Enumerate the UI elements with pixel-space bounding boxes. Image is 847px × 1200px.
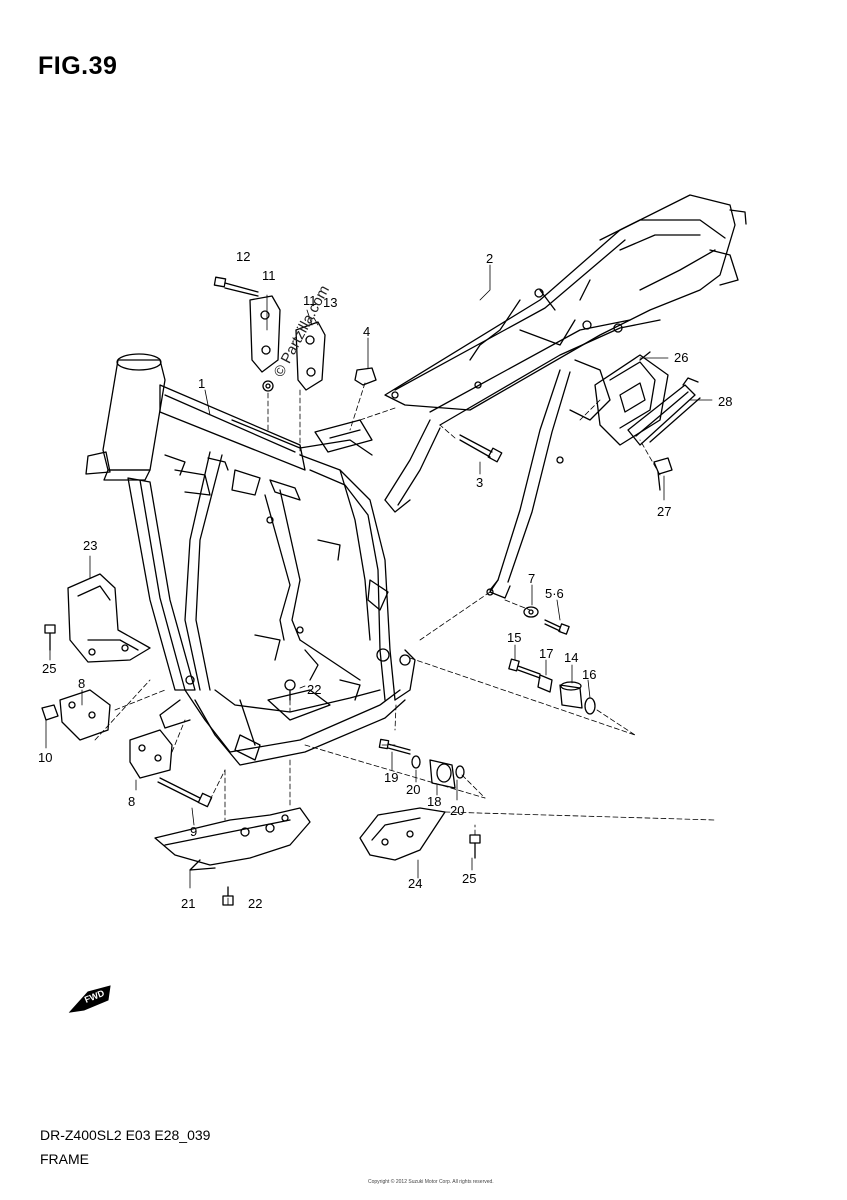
callout-21: 21	[181, 896, 195, 911]
callout-10: 10	[38, 750, 52, 765]
callout-7: 7	[528, 571, 535, 586]
lower-bolt-19-part[interactable]	[379, 739, 410, 754]
seat-rail-part[interactable]	[385, 195, 746, 598]
seat-rail-bolt-part[interactable]	[460, 435, 502, 462]
skid-plate-screw-upper-part[interactable]	[285, 680, 295, 700]
callout-24: 24	[408, 876, 422, 891]
callout-23: 23	[83, 538, 97, 553]
lower-washer-20-left-part[interactable]	[412, 756, 420, 768]
callout-14: 14	[564, 650, 578, 665]
skid-plate-part[interactable]	[155, 808, 310, 870]
callout-15: 15	[507, 630, 521, 645]
copyright-line: Copyright © 2012 Suzuki Motor Corp. All …	[368, 1179, 494, 1185]
callout-25-right: 25	[462, 871, 476, 886]
callout-26: 26	[674, 350, 688, 365]
callout-11-left: 11	[262, 268, 276, 283]
callout-17: 17	[539, 646, 553, 661]
battery-band-part[interactable]	[628, 378, 700, 445]
pivot-washer-16-part[interactable]	[585, 698, 595, 714]
callout-3: 3	[476, 475, 483, 490]
battery-holder-part[interactable]	[595, 352, 668, 445]
forward-arrow-icon: FWD	[68, 985, 111, 1013]
callout-19: 19	[384, 770, 398, 785]
pivot-bolt-15-part[interactable]	[509, 659, 540, 678]
head-bracket-bolt-part[interactable]	[214, 277, 258, 296]
dashed-guide-lines	[94, 382, 716, 836]
engine-mount-bolt-part[interactable]	[158, 778, 212, 807]
callout-11-right: 11	[303, 293, 317, 308]
callout-25-left: 25	[42, 661, 56, 676]
model-code: DR-Z400SL2 E03 E28_039	[40, 1127, 211, 1143]
figure-title: FIG.39	[38, 52, 118, 80]
callout-18: 18	[427, 794, 441, 809]
seat-rail-nut-part[interactable]	[355, 368, 376, 385]
callout-27: 27	[657, 504, 671, 519]
callout-1: 1	[198, 376, 205, 391]
engine-mount-nut-part[interactable]	[42, 705, 58, 720]
pivot-cushion-14-part[interactable]	[560, 682, 582, 708]
engine-mount-bracket-lower-part[interactable]	[130, 730, 172, 778]
pivot-collar-17-part[interactable]	[538, 675, 552, 692]
leader-lines	[45, 264, 713, 906]
section-name: FRAME	[40, 1151, 89, 1167]
callout-20-right: 20	[450, 803, 464, 818]
callout-12: 12	[236, 249, 250, 264]
callout-5-6: 5·6	[545, 586, 564, 601]
callout-20-left: 20	[406, 782, 420, 797]
lower-washer-20-right-part[interactable]	[456, 766, 464, 778]
frame-guard-left-part[interactable]	[68, 574, 150, 662]
frame-guard-right-part[interactable]	[360, 808, 445, 860]
main-frame-part[interactable]	[86, 354, 415, 765]
callout-22-lower: 22	[248, 896, 262, 911]
callout-16: 16	[582, 667, 596, 682]
head-bracket-left-part[interactable]	[250, 296, 280, 372]
callout-labels: 1 2 3 4 5·6 7 8 8 9 10 11 11 12 13 14 15…	[38, 249, 732, 911]
callout-22-upper: 22	[307, 682, 321, 697]
callout-2: 2	[486, 251, 493, 266]
lower-cushion-18-part[interactable]	[430, 760, 455, 788]
bolt-5-6-part[interactable]	[545, 620, 569, 634]
frame-guard-bolt-right-part[interactable]	[470, 835, 480, 858]
engine-mount-bracket-upper-part[interactable]	[60, 690, 110, 740]
callout-8-upper: 8	[78, 676, 85, 691]
callout-4: 4	[363, 324, 370, 339]
callout-13: 13	[323, 295, 337, 310]
head-bracket-right-part[interactable]	[296, 322, 325, 390]
callout-9: 9	[190, 824, 197, 839]
skid-plate-screw-lower-part[interactable]	[223, 887, 233, 905]
callout-28: 28	[718, 394, 732, 409]
frame-guard-bolt-left-part[interactable]	[45, 625, 55, 650]
battery-holder-bolt-part[interactable]	[654, 458, 672, 490]
washer-7-part[interactable]	[524, 607, 538, 617]
callout-8-lower: 8	[128, 794, 135, 809]
